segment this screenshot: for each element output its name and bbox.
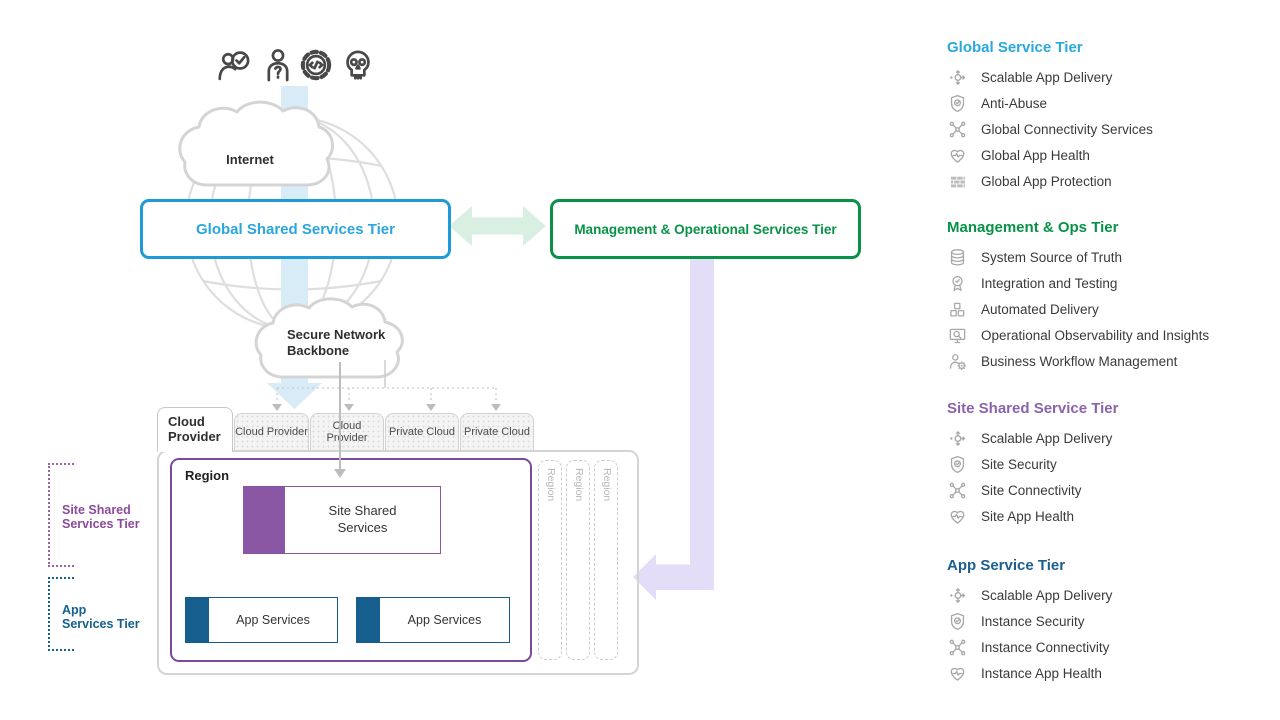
app-services-tier-bracket xyxy=(48,577,74,651)
badge-check-icon xyxy=(952,275,963,291)
ghost-region-3: Region xyxy=(594,460,618,660)
legend-item: Scalable App Delivery xyxy=(947,64,1277,90)
ghost-region-label: Region xyxy=(545,468,557,502)
legend-section-title-2: Site Shared Service Tier xyxy=(947,400,1119,417)
legend-item: Site Connectivity xyxy=(947,477,1277,503)
app-services-box-2: App Services xyxy=(356,597,510,643)
legend-item: Global Connectivity Services xyxy=(947,116,1277,142)
ghost-region-label: Region xyxy=(573,468,585,502)
scale-arrows-icon xyxy=(949,587,966,603)
scale-arrows-icon xyxy=(949,69,966,85)
legend-item: Global App Protection xyxy=(947,168,1277,194)
legend-item: Instance Security xyxy=(947,608,1277,634)
legend-item: Instance App Health xyxy=(947,660,1277,686)
legend-section-title-3: App Service Tier xyxy=(947,557,1066,574)
app-services-label: App Services xyxy=(407,613,482,627)
app-services-label: App Services xyxy=(236,613,310,627)
bot-gear-code-icon xyxy=(297,46,335,84)
verified-user-icon xyxy=(215,46,253,84)
site-shared-tier-bracket xyxy=(48,463,74,567)
app-services-tier-side-label: App Services Tier xyxy=(62,603,140,632)
legend-panel: Global Service Tier Scalable App Deliver… xyxy=(947,0,1277,720)
legend-item: Scalable App Delivery xyxy=(947,425,1277,451)
shield-check-icon xyxy=(950,455,965,473)
shield-check-icon xyxy=(950,94,965,112)
lavender-management-arrow xyxy=(633,253,714,600)
ghost-region-label: Region xyxy=(601,468,613,502)
backbone-cloud-label: Secure Network Backbone xyxy=(287,327,386,358)
legend-section-global: Global Service Tier Scalable App Deliver… xyxy=(947,38,1277,194)
legend-item: System Source of Truth xyxy=(947,244,1277,270)
heart-pulse-icon xyxy=(950,510,965,524)
legend-item: Instance Connectivity xyxy=(947,634,1277,660)
person-gear-icon xyxy=(949,353,967,370)
legend-item: Integration and Testing xyxy=(947,270,1277,296)
tab-private-cloud-1: Private Cloud xyxy=(385,413,459,450)
legend-item: Global App Health xyxy=(947,142,1277,168)
site-shared-services-box: Site Shared Services xyxy=(243,486,441,554)
ghost-region-2: Region xyxy=(566,460,590,660)
internet-cloud-label: Internet xyxy=(226,152,274,167)
app-services-color-block xyxy=(357,598,380,642)
region-label: Region xyxy=(185,468,230,483)
scale-arrows-icon xyxy=(949,430,966,446)
legend-item: Site App Health xyxy=(947,503,1277,529)
internet-cloud xyxy=(178,100,335,187)
database-icon xyxy=(950,248,965,266)
legend-item: Operational Observability and Insights xyxy=(947,322,1277,348)
legend-item: Scalable App Delivery xyxy=(947,582,1277,608)
unknown-user-icon xyxy=(259,46,297,84)
attacker-skull-icon xyxy=(339,46,377,84)
tab-private-cloud-2: Private Cloud xyxy=(460,413,534,450)
legend-section-site-shared: Site Shared Service Tier Scalable App De… xyxy=(947,399,1277,529)
legend-item: Business Workflow Management xyxy=(947,348,1277,374)
monitor-magnifier-icon xyxy=(949,328,966,343)
brick-wall-icon xyxy=(950,175,966,188)
management-operational-services-tier-box: Management & Operational Services Tier xyxy=(550,199,861,259)
connectivity-nodes-icon xyxy=(949,639,966,655)
tab-cloud-provider-3: Cloud Provider xyxy=(310,413,384,450)
site-shared-services-label: Site Shared Services xyxy=(328,503,397,535)
heart-pulse-icon xyxy=(950,667,965,681)
legend-section-title-0: Global Service Tier xyxy=(947,39,1083,56)
legend-item: Site Security xyxy=(947,451,1277,477)
heart-pulse-icon xyxy=(950,149,965,163)
legend-item: Anti-Abuse xyxy=(947,90,1277,116)
ghost-region-1: Region xyxy=(538,460,562,660)
tab-cloud-provider-2: Cloud Provider xyxy=(234,413,309,450)
app-services-box-1: App Services xyxy=(185,597,338,643)
global-shared-services-tier-box: Global Shared Services Tier xyxy=(140,199,451,259)
legend-section-title-1: Management & Ops Tier xyxy=(947,219,1119,236)
connectivity-nodes-icon xyxy=(949,482,966,498)
legend-section-app-service: App Service Tier Scalable App Delivery I… xyxy=(947,556,1277,686)
app-services-color-block xyxy=(186,598,209,642)
connectivity-nodes-icon xyxy=(949,121,966,137)
legend-section-mgmt-ops: Management & Ops Tier System Source of T… xyxy=(947,218,1277,374)
site-shared-color-block xyxy=(244,487,285,553)
tab-cloud-provider-active: Cloud Provider xyxy=(157,407,233,452)
site-shared-tier-side-label: Site Shared Services Tier xyxy=(62,503,140,532)
shield-check-icon xyxy=(950,612,965,630)
building-blocks-icon xyxy=(950,302,965,317)
bidirectional-green-arrow xyxy=(449,206,546,246)
legend-item: Automated Delivery xyxy=(947,296,1277,322)
